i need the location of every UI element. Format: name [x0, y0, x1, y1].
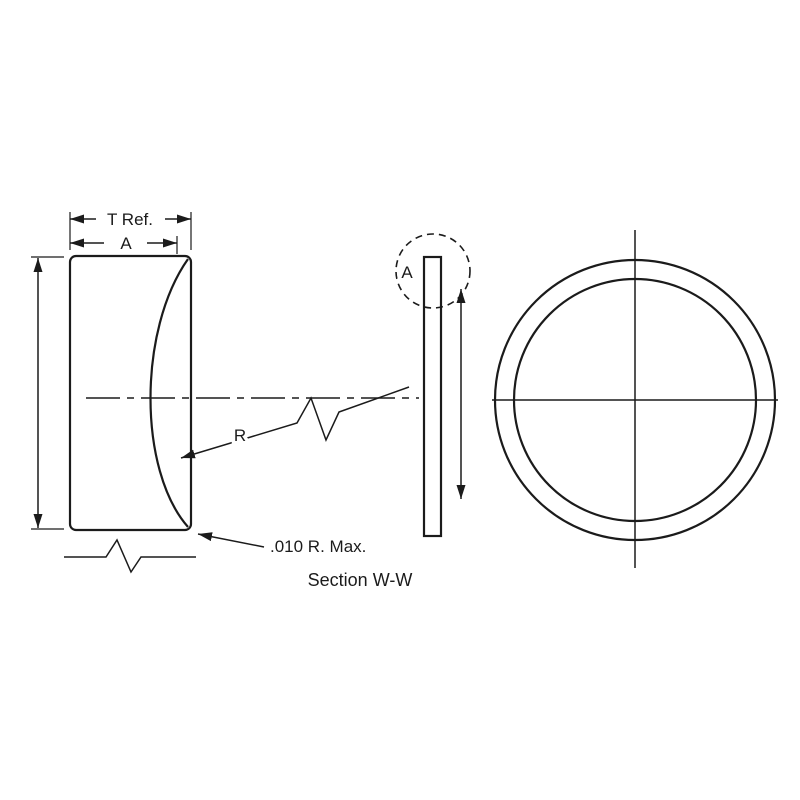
a-dim-label: A [120, 234, 132, 253]
edge-radius-note: .010 R. Max. [270, 537, 366, 556]
radius-leader-line [180, 386, 410, 459]
spherical-face-curve [149, 258, 189, 528]
section-caption: Section W-W [308, 570, 413, 590]
section-body-outline [68, 254, 193, 532]
detail-callout-circle [395, 233, 471, 309]
edge-radius-leader [197, 532, 265, 548]
t-ref-label: T Ref. [107, 210, 153, 229]
disc-edge-view [422, 255, 443, 538]
bottom-break-line [64, 538, 196, 574]
radius-label: R [234, 426, 246, 445]
detail-callout-label: A [401, 263, 413, 282]
